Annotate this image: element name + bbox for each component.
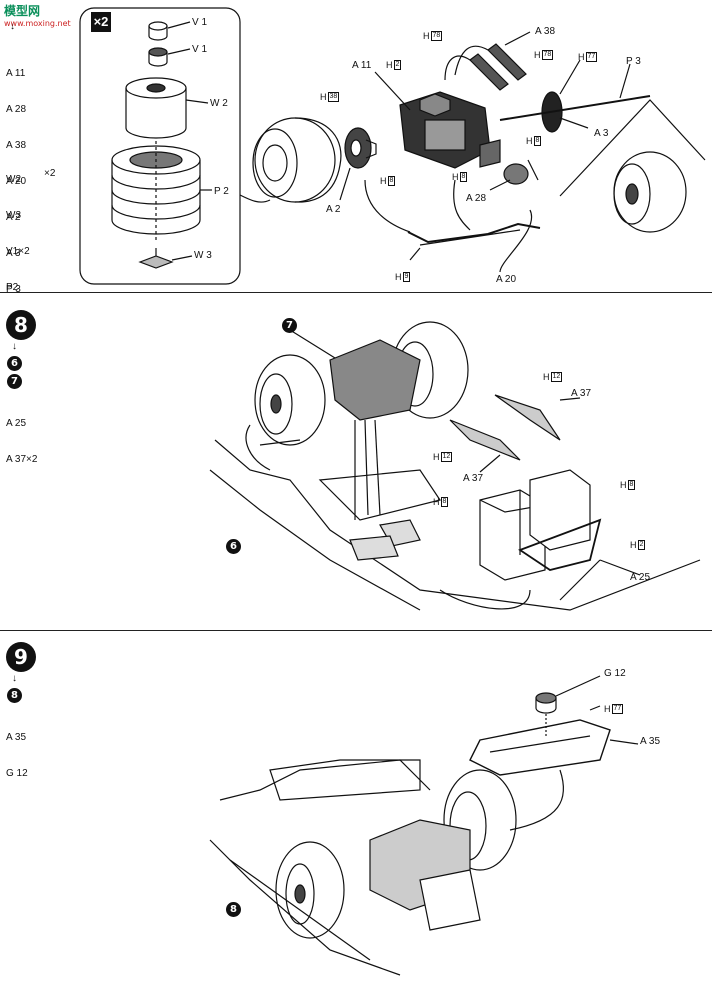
step9-rear-wheel-left [275, 841, 345, 939]
label-a11: A 11 [352, 60, 372, 71]
watermark-url: www.moxing.net [4, 19, 71, 28]
part-item: A 2 [6, 212, 21, 223]
ref-step7-badge: 7 [282, 318, 297, 333]
part-item: A 38 [6, 140, 27, 151]
v1-cap-icon [148, 21, 191, 67]
inset-multiplier-badge: ×2 [91, 12, 111, 32]
suspension-a20 [364, 179, 541, 273]
part-item: A 35 [6, 732, 27, 743]
ref-step8-badge: 8 [226, 902, 241, 917]
label-v1: V 1 [192, 44, 208, 55]
rear-bracket-a25 [518, 518, 641, 576]
label-a37: A 37 [463, 473, 484, 484]
label-p3: P 3 [626, 56, 641, 67]
step7-subparts-list: W2 W3 V1×2 P2 [6, 150, 30, 306]
part-item: W2 [6, 174, 21, 185]
label-g12: G 12 [604, 668, 626, 679]
part-item: W3 [6, 210, 21, 221]
part-item: P 3 [6, 284, 21, 295]
wheel-inset-frame [79, 7, 241, 285]
step8-chassis [209, 424, 701, 611]
prev-step-badge: 6 [7, 356, 22, 371]
subparts-multiplier: ×2 [44, 168, 56, 179]
rear-wheel-right [559, 99, 706, 233]
label-a20: A 20 [496, 274, 517, 285]
label-a38: A 38 [535, 26, 556, 37]
part-item: G 12 [6, 768, 28, 779]
step8-rear-wheel-left [254, 354, 326, 446]
prev-step-badge: 8 [7, 688, 22, 703]
gearbox-a28 [489, 159, 539, 191]
part-item: P2 [6, 282, 19, 293]
label-a2: A 2 [326, 204, 341, 215]
down-arrow-icon: ↓ [12, 341, 17, 352]
oil-tank-cover-a35 [469, 719, 639, 776]
label-a37: A 37 [571, 388, 592, 399]
rear-wheel-left [252, 117, 342, 203]
down-arrow-icon: ↓ [12, 673, 17, 684]
part-item: V1×2 [6, 246, 30, 257]
ref-step6-badge: 6 [226, 539, 241, 554]
section-divider [0, 292, 712, 293]
brake-disc-a2 [339, 127, 377, 201]
battery-box-h8 [479, 469, 591, 581]
part-item: A 37×2 [6, 454, 38, 465]
label-a3: A 3 [594, 128, 609, 139]
label-p2: P 2 [214, 186, 229, 197]
site-watermark: 模型网 www.moxing.net [4, 2, 71, 28]
label-a28: A 28 [466, 193, 487, 204]
part-item: A 25 [6, 418, 27, 429]
part-item: A 28 [6, 104, 27, 115]
watermark-title: 模型网 [4, 4, 41, 18]
part-item: A 11 [6, 68, 26, 79]
step8-engine [289, 329, 421, 520]
label-a35: A 35 [640, 736, 661, 747]
rear-wing-stays-a37 [449, 394, 581, 473]
filler-cap-g12 [535, 675, 601, 738]
label-v1-top: V 1 [192, 17, 208, 28]
step9-number: 9 [6, 642, 36, 672]
p2-tire-icon [111, 145, 212, 235]
part-item: A 3 [6, 248, 21, 259]
step8-parts-list: A 25 A 37×2 [6, 394, 37, 478]
prev-step-badge: 7 [7, 374, 22, 389]
part-item: A 20 [6, 176, 27, 187]
section-divider [0, 630, 712, 631]
exhaust-a38 [444, 31, 531, 91]
step9-gearbox [369, 819, 481, 931]
engine-block-a11 [374, 71, 501, 169]
brake-disc-a3-and-axle-p3 [499, 59, 651, 133]
step9-parts-list: A 35 G 12 [6, 708, 28, 792]
w3-cap-icon [138, 140, 193, 269]
w2-wheel-icon [125, 77, 209, 139]
down-arrow-icon: ↓ [10, 21, 15, 32]
step8-number: 8 [6, 310, 36, 340]
step7-parts-list: A 11 A 28 A 38 A 20 A 2 A 3 P 3 [6, 44, 26, 308]
label-w2: W 2 [210, 98, 228, 109]
label-a25: A 25 [630, 572, 651, 583]
label-w3: W 3 [194, 250, 212, 261]
